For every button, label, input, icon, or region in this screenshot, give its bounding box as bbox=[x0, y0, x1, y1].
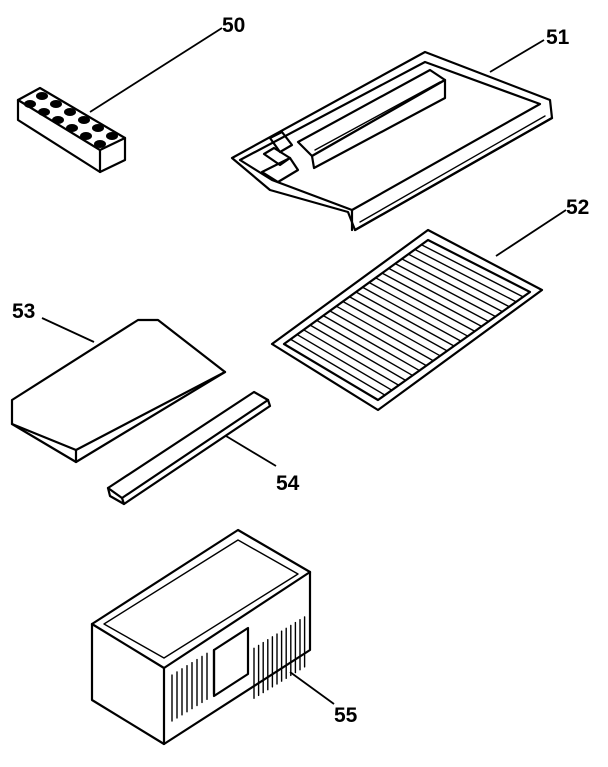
ice-cell bbox=[36, 92, 48, 100]
callout-50: 50 bbox=[89, 14, 245, 113]
shelf-wire bbox=[309, 324, 407, 382]
ice-cell bbox=[92, 124, 104, 132]
ice-cell bbox=[94, 140, 106, 148]
shelf-wire bbox=[302, 329, 400, 386]
shelf-wire bbox=[420, 244, 524, 298]
ice-cell bbox=[24, 100, 36, 108]
shelf-wire bbox=[348, 296, 448, 352]
shelf-trim bbox=[106, 390, 272, 506]
shelf-wire bbox=[361, 286, 462, 342]
shelf-wire bbox=[401, 258, 504, 313]
shelf-wire bbox=[394, 262, 497, 318]
wire-shelf bbox=[270, 228, 544, 412]
ice-tray bbox=[16, 86, 127, 174]
callout-label-53: 53 bbox=[12, 300, 35, 323]
ice-cell bbox=[64, 108, 76, 116]
ice-cell bbox=[80, 132, 92, 140]
shelf-wire bbox=[368, 281, 469, 337]
ice-cell bbox=[52, 116, 64, 124]
shelf-wire bbox=[289, 338, 386, 396]
callout-label-55: 55 bbox=[334, 704, 358, 727]
shelf-wire bbox=[374, 277, 476, 332]
ice-cell bbox=[38, 108, 50, 116]
freezer-shelf-tray bbox=[230, 50, 554, 232]
ice-cell bbox=[50, 100, 62, 108]
shelf-wire bbox=[342, 300, 441, 357]
crisper-pan bbox=[90, 528, 312, 746]
shelf-wire bbox=[329, 310, 428, 367]
callout-label-50: 50 bbox=[222, 14, 245, 37]
ice-cell bbox=[106, 132, 118, 140]
shelf-wire bbox=[388, 267, 490, 323]
crisper-cover bbox=[10, 318, 227, 464]
shelf-wire bbox=[316, 319, 414, 377]
shelf-wire bbox=[335, 305, 434, 362]
callout-52: 52 bbox=[495, 196, 589, 257]
callout-label-54: 54 bbox=[276, 472, 300, 495]
shelf-wire bbox=[355, 291, 455, 347]
callout-55: 55 bbox=[289, 671, 358, 727]
ice-cell bbox=[66, 124, 78, 132]
callout-54: 54 bbox=[225, 435, 300, 495]
shelf-wire bbox=[322, 314, 421, 372]
callout-51: 51 bbox=[489, 26, 570, 73]
callout-53: 53 bbox=[12, 300, 95, 343]
shelf-wire bbox=[381, 272, 483, 328]
callout-label-51: 51 bbox=[546, 26, 570, 49]
shelf-wire bbox=[414, 248, 517, 303]
shelf-wire bbox=[407, 253, 510, 308]
callout-label-52: 52 bbox=[566, 196, 589, 219]
ice-cell bbox=[78, 116, 90, 124]
shelf-wire bbox=[296, 333, 393, 391]
